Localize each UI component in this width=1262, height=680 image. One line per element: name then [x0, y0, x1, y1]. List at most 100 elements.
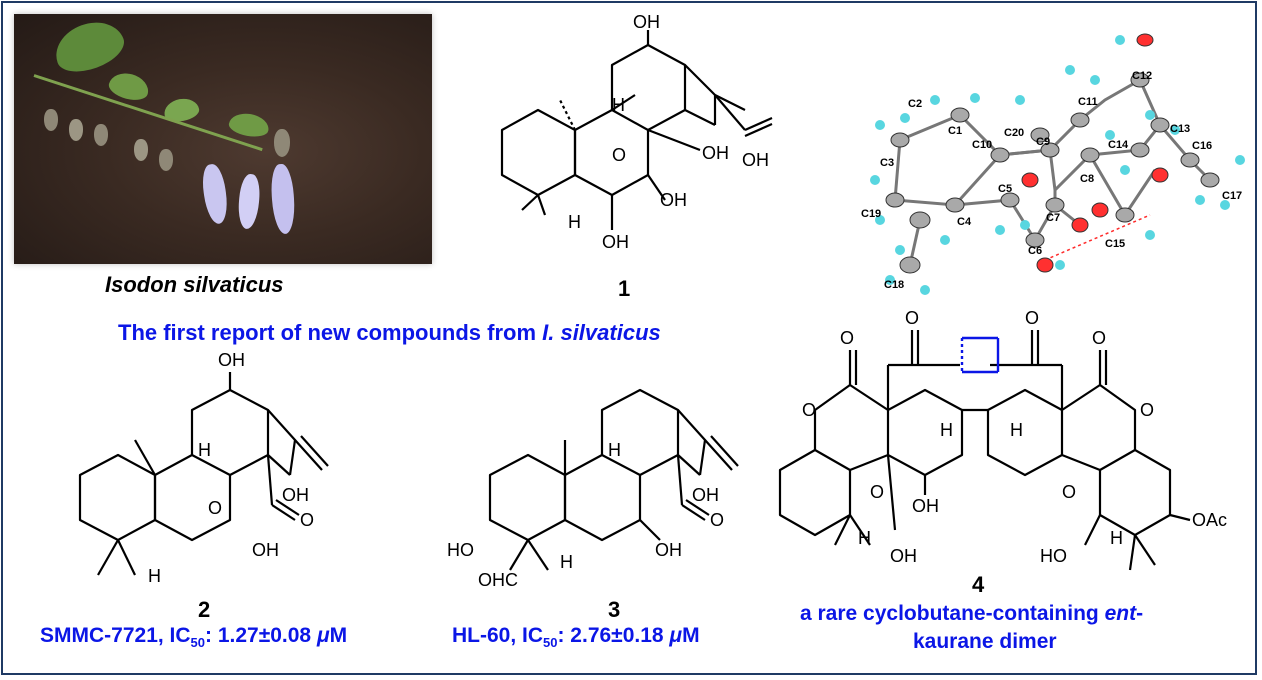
group-label: O [710, 510, 725, 530]
bond [1084, 514, 1101, 546]
bond [714, 94, 746, 131]
bond [684, 109, 716, 126]
atom-c7 [1045, 197, 1065, 213]
group-label: OH [692, 485, 719, 505]
bridge [677, 409, 707, 476]
cyclobutane-ring [960, 336, 1000, 374]
atom-c8 [1080, 147, 1100, 163]
atom-label-c1: C1 [948, 125, 963, 137]
group-label: O [1025, 308, 1040, 328]
atom-label-c9: C9 [1036, 136, 1051, 148]
atom-label-c12: C12 [1132, 70, 1153, 82]
activity-2-sub: 50 [190, 635, 206, 651]
group-label: O [612, 145, 627, 165]
group-label: OH [655, 540, 682, 560]
atom-label-c6: C6 [1028, 245, 1043, 257]
group-label: H [198, 440, 211, 460]
atom-label-c8: C8 [1080, 173, 1095, 185]
ring-right-a [1098, 448, 1172, 537]
group-label: H [940, 420, 953, 440]
group-label: OH [890, 546, 917, 566]
atom-label-c7: C7 [1046, 212, 1061, 224]
atom-o [1021, 172, 1039, 188]
methyl [536, 194, 547, 216]
bond [1169, 513, 1191, 522]
crystal-structure [870, 33, 1245, 295]
group-label: OAc [1192, 510, 1228, 530]
ring-left-a [778, 448, 852, 537]
atom-label-c5: C5 [998, 183, 1013, 195]
atom-c14 [1130, 142, 1150, 158]
methyl [134, 439, 156, 476]
group-label: OH [633, 12, 660, 32]
atom-label-c2: C2 [908, 98, 923, 110]
methyl [1128, 534, 1137, 571]
group-label: O [802, 400, 817, 420]
atom-o [1136, 33, 1154, 47]
exo-methylene-2 [710, 435, 739, 467]
activity-3-cell: HL-60, IC [452, 624, 544, 647]
atom-label-c19: C19 [861, 208, 882, 220]
group-label: H [858, 528, 871, 548]
atom-c10 [990, 147, 1010, 163]
atom-c9 [1040, 142, 1060, 158]
compound-4-label: 4 [972, 572, 985, 597]
activity-3-sub: 50 [543, 635, 558, 651]
ring-left-b [887, 388, 964, 477]
group-label: OH [282, 485, 309, 505]
ring-left-lactone [813, 383, 890, 472]
atom-c5 [1000, 192, 1020, 208]
ring-a [500, 108, 577, 197]
atom-c4 [945, 197, 965, 213]
group-label: H [608, 440, 621, 460]
bud-shape [94, 124, 108, 146]
bud-shape [274, 129, 290, 157]
atom-label-c4: C4 [957, 216, 972, 228]
group-label: O [1062, 482, 1077, 502]
atom-o [1036, 257, 1054, 273]
ring-right-b [986, 388, 1063, 477]
headline: The first report of new compounds from I… [118, 320, 661, 346]
exo-methylene-2 [744, 122, 773, 138]
photo-caption: Isodon silvaticus [105, 272, 284, 297]
bond [266, 454, 274, 506]
ring-right-lactone [1060, 383, 1137, 472]
activity-3-value: : 2.76±0.18 [557, 624, 670, 647]
activity-2-unit: M [329, 624, 348, 647]
group-label: OH [218, 350, 245, 370]
dimer-note-line2: kaurane dimer [913, 630, 1057, 653]
compound-1-structure [500, 30, 773, 230]
group-label: OHC [478, 570, 518, 590]
group-label: O [870, 482, 885, 502]
dimer-note-ent: ent [1104, 602, 1137, 625]
group-label: O [1092, 328, 1107, 348]
activity-2: SMMC-7721, IC50: 1.27±0.08 μM [40, 624, 347, 650]
atom-c18 [899, 256, 921, 274]
activity-3-mu: μ [669, 624, 683, 647]
atom-label-c13: C13 [1170, 123, 1191, 135]
atom-c2 [890, 132, 910, 148]
atom-label-c11: C11 [1078, 96, 1098, 108]
exo-methylene [294, 439, 323, 471]
methyl [527, 539, 549, 571]
group-label: O [840, 328, 855, 348]
activity-3: HL-60, IC50: 2.76±0.18 μM [452, 624, 700, 650]
methyl [1134, 534, 1156, 566]
activity-2-cell: SMMC-7721, IC [40, 624, 191, 647]
methyl [117, 539, 136, 576]
bud-shape [159, 149, 173, 171]
bud-shape [134, 139, 148, 161]
atom-label-c10: C10 [972, 139, 993, 151]
compound-4-structure [778, 330, 1191, 571]
methyl [521, 194, 539, 211]
group-label: H [1010, 420, 1023, 440]
dimer-note-hyphen: - [1136, 602, 1144, 625]
group-label: O [905, 308, 920, 328]
ring-a [78, 453, 157, 542]
bond [267, 454, 291, 476]
bridge [267, 409, 297, 476]
compound-2-label: 2 [198, 597, 211, 622]
